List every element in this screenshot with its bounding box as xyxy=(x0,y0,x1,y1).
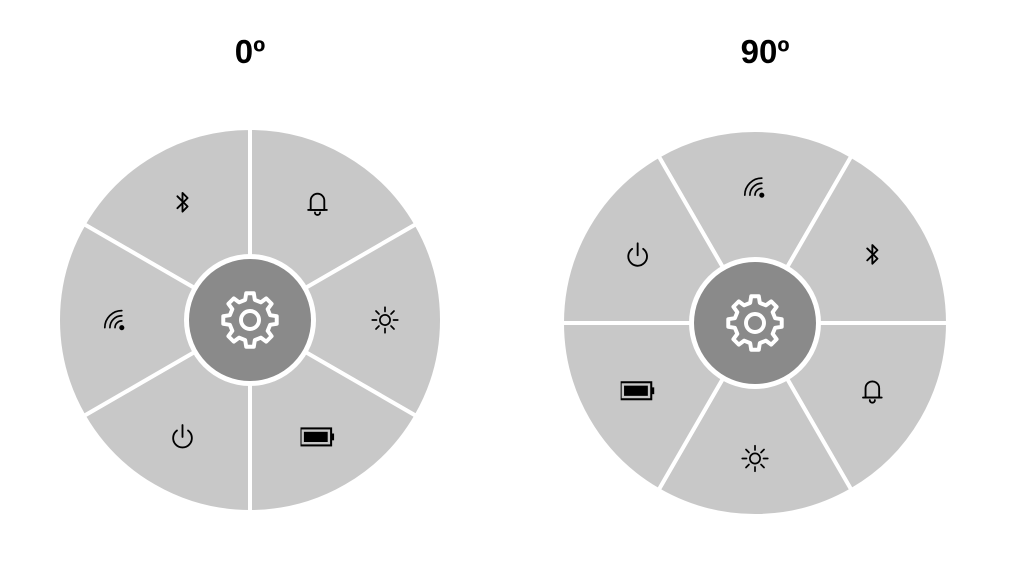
segment-wedge xyxy=(656,321,854,518)
segment-brightness[interactable] xyxy=(248,222,445,418)
segment-wifi[interactable] xyxy=(55,222,252,418)
segment-wedge xyxy=(55,222,252,418)
radial-menu-90-degrees xyxy=(560,128,950,518)
dial-title-90-degrees: 90º xyxy=(740,33,790,70)
center-hub xyxy=(694,262,816,384)
segment-brightness[interactable] xyxy=(656,321,854,518)
radial-menu-0-degrees xyxy=(55,126,445,514)
dial-title-0-degrees: 0º xyxy=(234,33,266,70)
center-hub xyxy=(189,259,311,381)
settings-center-button[interactable] xyxy=(689,257,821,389)
segment-wifi[interactable] xyxy=(656,128,854,325)
segment-wedge xyxy=(248,222,445,418)
settings-center-button[interactable] xyxy=(184,254,316,386)
segment-wedge xyxy=(656,128,854,325)
